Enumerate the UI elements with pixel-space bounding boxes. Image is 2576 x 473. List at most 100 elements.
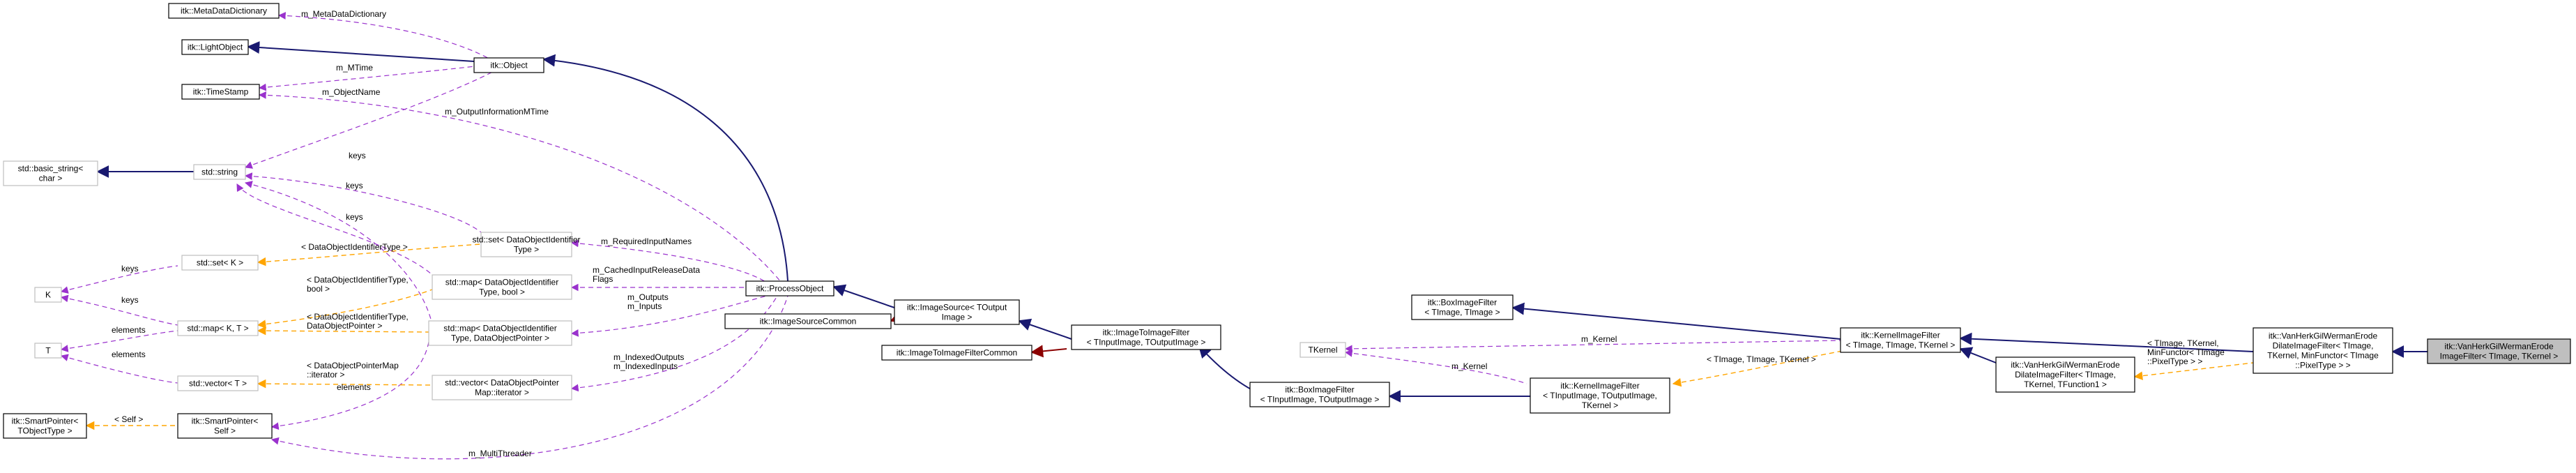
node-set-dataobj[interactable]: std::set< DataObjectIdentifierType > [472,232,581,257]
edges [60,12,2428,460]
node-set-k[interactable]: std::set< K > [181,255,259,271]
node-basic-string-line-1: char > [39,174,63,183]
edge-processobject-imagesource [832,284,895,308]
edge-object-processobject [542,54,788,282]
node-smart-pointer-tobject[interactable]: itk::SmartPointer<TObjectType > [3,413,87,439]
label-tpl-kernel-full: < TImage, TImage, TKernel > [1707,354,1816,364]
label-tpl-self-line-0: < Self > [114,414,143,424]
node-kernel-image-filter-timage-line-1: < TImage, TImage, TKernel > [1846,340,1956,350]
node-vhgw-generic-line-0: itk::VanHerkGilWermanErode [2011,360,2120,370]
node-image-to-image-filter-common-box [881,345,1032,361]
nodes: itk::MetaDataDictionary itk::LightObject… [3,3,2571,439]
node-image-to-image-filter-common[interactable]: itk::ImageToImageFilterCommon [881,345,1032,361]
node-smart-pointer-tobject-box [3,413,87,439]
node-kernel-image-filter-full-line-1: < TInputImage, TOutputImage, [1543,391,1657,400]
node-vector-t[interactable]: std::vector< T > [177,375,259,391]
node-map-dataobj[interactable]: std::map< DataObjectIdentifierType, Data… [428,320,572,346]
label-m-required-input-names: m_RequiredInputNames [601,236,692,246]
node-vector-t-line-0: std::vector< T > [189,379,247,389]
node-kernel-image-filter-full-line-2: TKernel > [1582,400,1618,410]
node-vhgw-generic[interactable]: itk::VanHerkGilWermanErodeDilateImageFil… [1995,356,2135,393]
node-kernel-image-filter-timage-box [1840,327,1961,353]
edge-timestamp-object [258,65,482,91]
node-box-image-filter-timage-line-1: < TImage, TImage > [1424,308,1500,317]
node-tkernel[interactable]: TKernel [1300,342,1346,358]
label-tpl-vhgw-min-line-2: ::PixelType > > [2147,356,2202,366]
node-image-to-image-filter-common-line-0: itk::ImageToImageFilterCommon [897,348,1017,358]
node-vhgw-erode-focus-line-1: ImageFilter< TImage, TKernel > [2440,352,2559,361]
node-light-object[interactable]: itk::LightObject [181,39,249,55]
node-image-to-image-filter[interactable]: itk::ImageToImageFilter< TInputImage, TO… [1071,324,1221,350]
node-set-k-box [181,255,259,271]
node-vector-t-box [177,375,259,391]
node-time-stamp-box [181,84,260,100]
node-k-line-0: K [45,290,51,300]
edge-string-set-dataobj [244,172,482,233]
node-image-source-box [894,299,1020,325]
edge-timestamp-processobject [258,91,782,283]
node-vhgw-min-functor[interactable]: itk::VanHerkGilWermanErodeDilateImageFil… [2253,327,2393,374]
node-set-dataobj-line-0: std::set< DataObjectIdentifier [472,235,580,245]
node-std-string-box [193,164,246,180]
node-image-source-common[interactable]: itk::ImageSourceCommon [724,313,892,329]
node-kernel-image-filter-full-box [1530,377,1670,414]
node-object[interactable]: itk::Object [473,57,544,73]
node-kernel-image-filter-full[interactable]: itk::KernelImageFilter< TInputImage, TOu… [1530,377,1670,414]
node-basic-string-line-0: std::basic_string< [18,164,84,174]
node-smart-pointer-self-line-0: itk::SmartPointer< [192,416,259,426]
label-keys-k-1-line-0: keys [121,264,139,273]
node-std-string[interactable]: std::string [193,164,246,180]
node-kernel-image-filter-timage[interactable]: itk::KernelImageFilter< TImage, TImage, … [1840,327,1961,353]
node-meta-data-dictionary[interactable]: itk::MetaDataDictionary [168,3,280,19]
node-map-kt[interactable]: std::map< K, T > [177,320,259,336]
node-process-object[interactable]: itk::ProcessObject [745,280,834,296]
label-tpl-map-kt-2: < DataObjectIdentifierType,DataObjectPoi… [307,312,409,331]
node-k[interactable]: K [34,287,62,303]
edge-map-kt-map-bool [257,289,433,329]
label-tpl-set-k: < DataObjectIdentifierType > [301,242,408,252]
label-tpl-vector-t-line-1: ::iterator > [307,370,344,380]
edge-metadict-object [277,12,492,61]
node-smart-pointer-tobject-line-1: TObjectType > [17,426,72,436]
label-elements-t-1-line-0: elements [112,325,146,335]
node-map-dataobj-line-0: std::map< DataObjectIdentifier [443,324,556,333]
label-tpl-vector-t-line-0: < DataObjectPointerMap [307,361,399,370]
label-m-indexed-line-1: m_IndexedInputs [613,361,678,371]
node-box-image-filter-timage[interactable]: itk::BoxImageFilter< TImage, TImage > [1411,294,1514,320]
node-basic-string[interactable]: std::basic_string<char > [3,160,98,186]
node-vector-dopm[interactable]: std::vector< DataObjectPointerMap::itera… [432,375,572,400]
node-time-stamp[interactable]: itk::TimeStamp [181,84,260,100]
label-m-meta-dictionary-line-0: m_MetaDataDictionary [301,9,386,19]
node-t[interactable]: T [34,343,62,359]
label-tpl-vhgw-min: < TImage, TKernel,MinFunctor< TImage::Pi… [2147,338,2225,366]
label-keys-string-2-line-0: keys [346,181,363,190]
label-m-outputs-inputs-line-1: m_Inputs [627,301,662,311]
node-smart-pointer-self[interactable]: itk::SmartPointer<Self > [177,413,273,439]
node-map-bool[interactable]: std::map< DataObjectIdentifierType, bool… [432,274,572,300]
edge-string-map-bool [236,183,433,276]
node-light-object-box [181,39,249,55]
node-map-bool-line-1: Type, bool > [479,287,525,297]
edge-k-set-k [60,265,178,294]
node-image-source-line-1: Image > [942,313,973,322]
node-object-line-0: itk::Object [490,61,528,70]
edge-tkernel-kernel-full [1344,349,1527,384]
edge-tkernel-kernel-timage [1344,340,1841,353]
node-image-source-common-box [724,313,892,329]
edge-lightobject-object [247,41,475,62]
node-box-image-filter-tin[interactable]: itk::BoxImageFilter< TInputImage, TOutpu… [1249,382,1390,407]
node-process-object-line-0: itk::ProcessObject [756,284,824,294]
edge-box-timage-kernel-timage [1511,302,1841,340]
node-kernel-image-filter-timage-line-0: itk::KernelImageFilter [1861,331,1939,340]
node-image-to-image-filter-line-1: < TInputImage, TOutputImage > [1087,338,1206,347]
node-box-image-filter-tin-line-1: < TInputImage, TOutputImage > [1260,395,1380,405]
label-m-kernel-2-line-0: m_Kernel [1451,361,1487,371]
node-image-source[interactable]: itk::ImageSource< TOutputImage > [894,299,1020,325]
edge-smartself-processobject [270,295,788,460]
edge-smartself-map-dataobj [270,341,429,430]
label-tpl-map-kt-line-1: bool > [307,284,330,294]
label-elements-smart: elements [337,382,371,392]
label-elements-smart-line-0: elements [337,382,371,392]
label-m-mtime: m_MTime [336,63,373,73]
